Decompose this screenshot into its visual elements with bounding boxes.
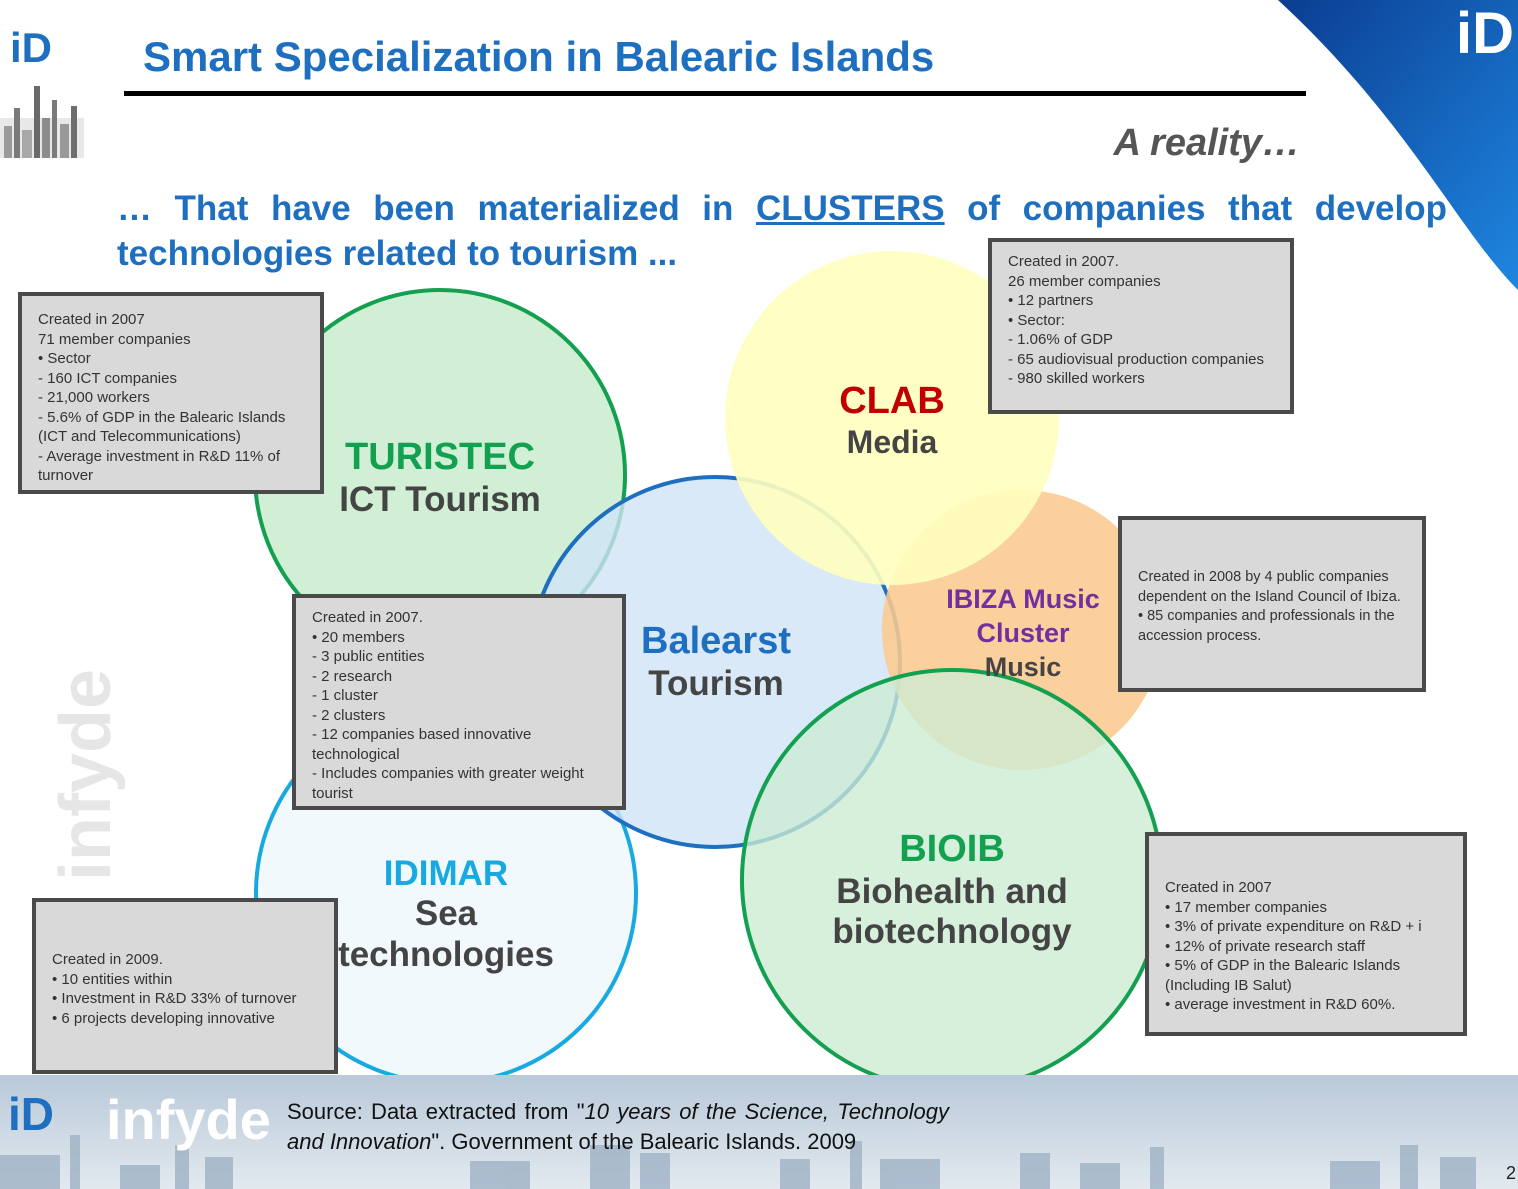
info-line: - 160 ICT companies [38,369,177,387]
footer-brand: infyde [106,1088,271,1151]
info-line: • 5% of GDP in the Balearic Islands (Inc… [1165,957,1405,994]
intro-after: of companies that develop technologies r… [117,189,1447,273]
info-line: Created in 2007. [312,609,423,626]
ibiza-name-1: IBIZA Music [946,584,1100,614]
bioib-info-box: Created in 2007 • 17 member companies • … [1145,832,1467,1036]
balearst-label: Balearst Tourism [596,620,836,704]
clab-name: CLAB [839,380,945,422]
bioib-sub-1: Biohealth and [836,871,1068,911]
turistec-label: TURISTEC ICT Tourism [300,436,580,520]
info-line: • 17 member companies [1165,898,1327,916]
source-prefix: Source: Data extracted from " [287,1099,585,1124]
bioib-label: BIOIB Biohealth and biotechnology [802,828,1102,952]
info-line: Created in 2007 [38,311,145,328]
idimar-sub-2: technologies [338,934,554,974]
source-suffix: ". Government of the Balearic Islands. 2… [431,1129,857,1154]
info-line: • Investment in R&D 33% of turnover [52,990,297,1007]
info-line: Created in 2008 by 4 public companies de… [1138,569,1401,605]
info-line: • 20 members [312,628,405,646]
source-note: Source: Data extracted from "10 years of… [287,1097,949,1157]
ibiza-name-2: Cluster [976,618,1070,648]
info-line: - 5.6% of GDP in the Balearic Islands (I… [38,408,290,446]
info-line: • 12 partners [1008,292,1094,309]
info-line: • 10 entities within [52,970,173,988]
skyline-image [0,86,84,158]
info-line: • average investment in R&D 60%. [1165,996,1396,1013]
info-line: - Includes companies with greater weight… [312,765,588,802]
bioib-name: BIOIB [899,828,1005,870]
corner-decoration [1278,0,1518,290]
ibiza-label: IBIZA Music Cluster Music [922,582,1124,684]
info-line: - 2 clusters [312,706,386,724]
source-title: 10 years of the Science, Technology and … [287,1099,949,1154]
ibiza-info-box: Created in 2008 by 4 public companies de… [1118,516,1426,692]
info-line: • 3% of private expenditure on R&D + i [1165,918,1422,935]
clab-info-box: Created in 2007. 26 member companies • 1… [988,238,1294,414]
page-title: Smart Specialization in Balearic Islands [143,33,935,80]
intro-keyword: CLUSTERS [755,189,945,228]
info-line: • 12% of private research staff [1165,937,1366,955]
left-strip: iD iD infyde [0,0,126,1070]
footer-skyline-image [0,1135,1476,1189]
turistec-info-box: Created in 2007 71 member companies • Se… [18,292,324,494]
info-line: • Sector [38,350,91,367]
info-line: 26 member companies [1008,272,1161,290]
info-line: • 85 companies and professionals in the … [1138,608,1399,644]
clab-sub: Media [846,423,938,460]
clab-circle [725,251,1059,585]
title-divider [124,91,1306,96]
idimar-info-box: Created in 2009. • 10 entities within • … [32,898,338,1074]
footer-logo: iD [8,1088,54,1140]
bioib-sub-2: biotechnology [832,911,1072,951]
info-line: - 3 public entities [312,648,425,665]
info-line: Created in 2009. [52,951,163,968]
info-line: - 12 companies based innovative technolo… [312,726,536,763]
balearst-info-box: Created in 2007. • 20 members - 3 public… [292,594,626,810]
balearst-sub: Tourism [648,663,784,703]
intro-text: … That have been materialized in CLUSTER… [117,186,1447,276]
info-line: Created in 2007 [1165,879,1272,896]
page-number: 2 [1506,1163,1517,1183]
info-line: - 65 audiovisual production companies [1008,350,1264,368]
info-line: • 6 projects developing innovative [52,1009,275,1027]
infyde-logo: iD [10,24,52,71]
info-line: - 1.06% of GDP [1008,331,1114,348]
info-line: • Sector: [1008,311,1065,329]
info-line: - Average investment in R&D 11% of turno… [38,447,285,485]
subtitle: A reality… [1113,122,1300,164]
info-line: - 21,000 workers [38,389,150,406]
info-line: - 1 cluster [312,687,378,704]
ibiza-sub: Music [984,652,1062,682]
info-line: 71 member companies [38,330,191,348]
info-line: - 980 skilled workers [1008,370,1145,387]
idimar-label: IDIMAR Sea technologies [326,854,566,975]
balearst-name: Balearst [641,620,791,662]
info-line: Created in 2007. [1008,253,1119,270]
footer: iD infyde Source: Data extracted from "1… [0,1075,1518,1189]
intro-before: … That have been materialized in [117,189,756,228]
infyde-logo-corner: iD [1456,1,1514,66]
turistec-name: TURISTEC [345,436,535,478]
clab-label: CLAB Media [772,380,1012,460]
turistec-sub: ICT Tourism [339,479,541,519]
info-line: - 2 research [312,667,393,685]
idimar-sub-1: Sea [414,894,478,934]
idimar-name: IDIMAR [383,854,509,893]
